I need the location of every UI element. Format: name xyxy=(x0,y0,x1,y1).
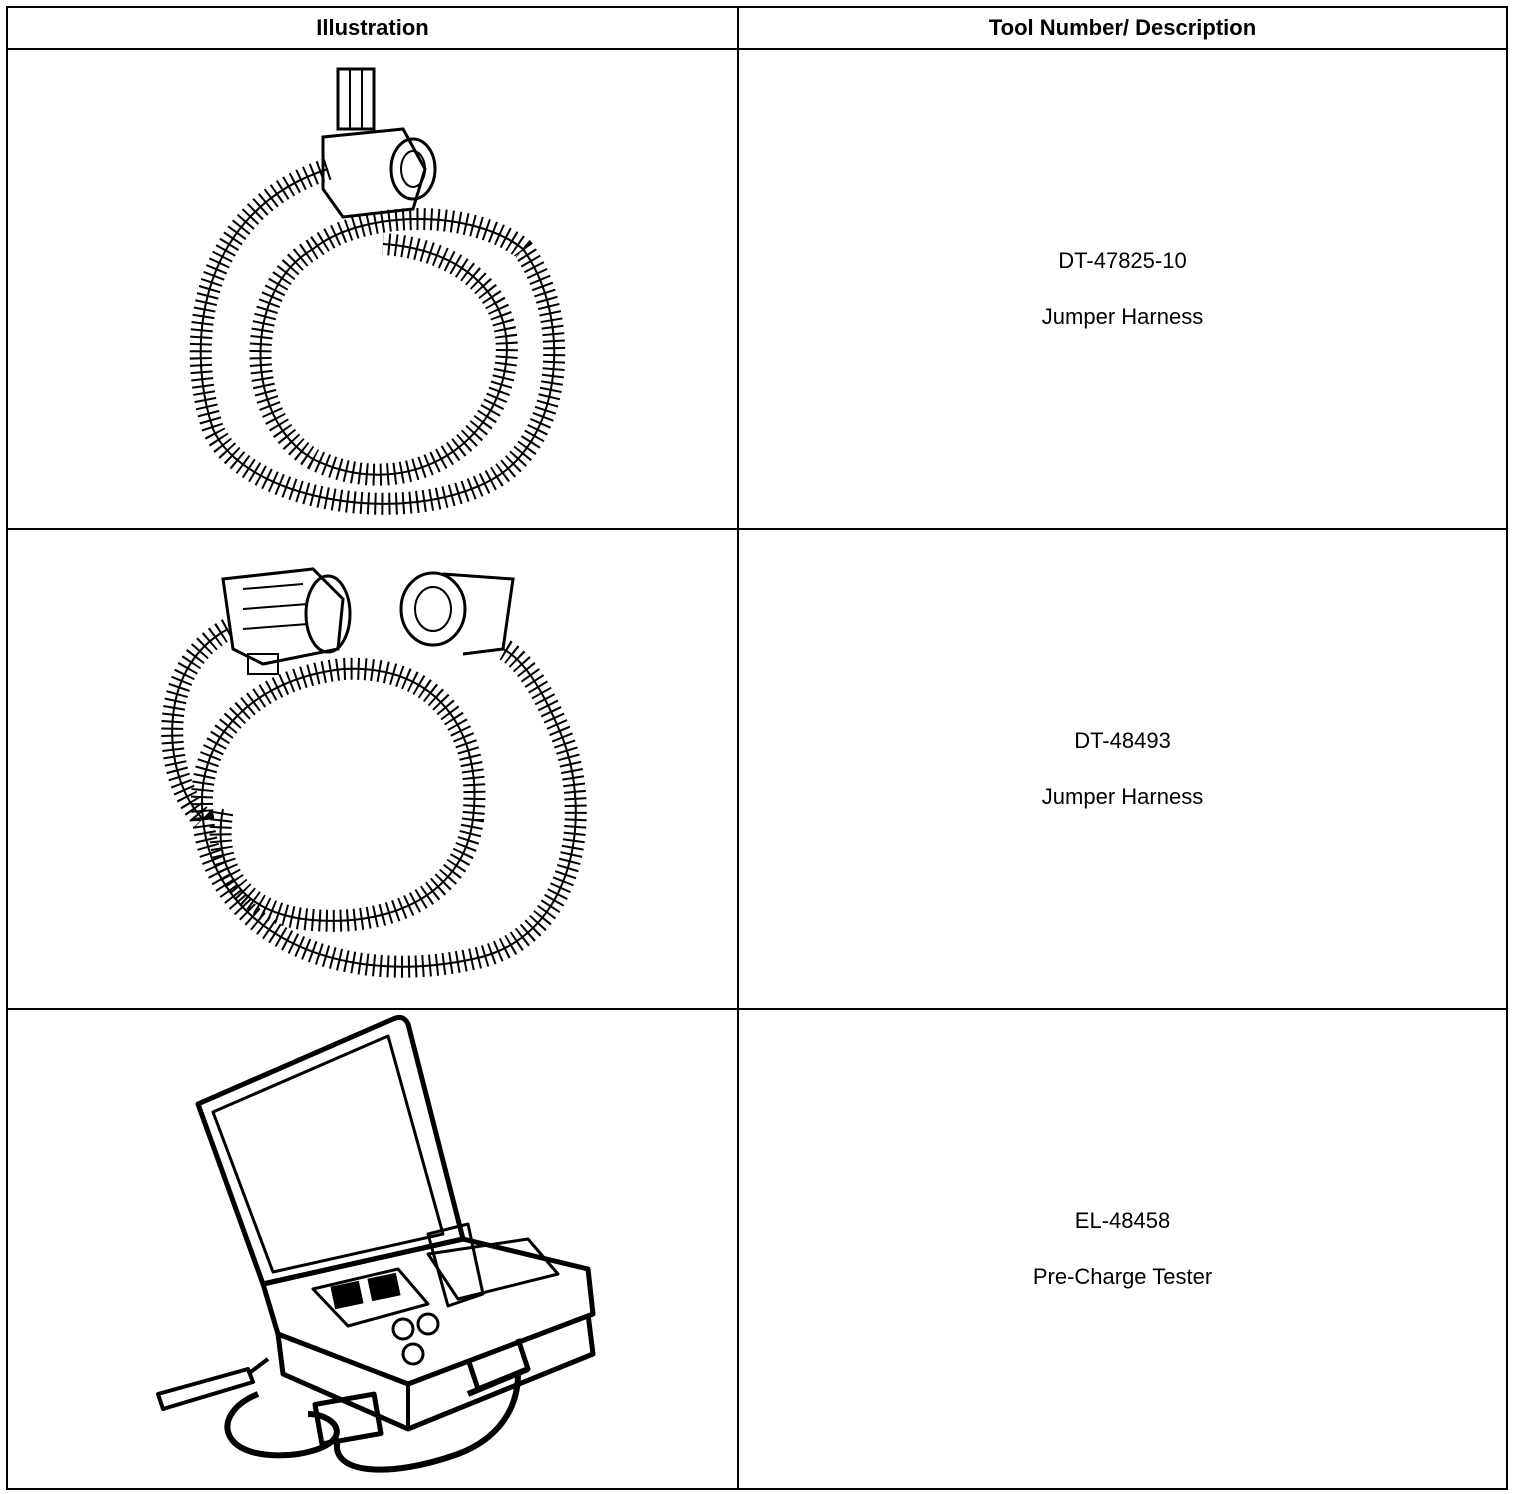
illustration-cell xyxy=(6,48,739,530)
header-tool-number-description: Tool Number/ Description xyxy=(737,6,1508,50)
special-tools-table: Illustration Tool Number/ Description xyxy=(6,6,1508,1490)
tool-description-cell: EL-48458 Pre-Charge Tester xyxy=(737,1008,1508,1490)
header-row: Illustration Tool Number/ Description xyxy=(6,6,1508,50)
illustration-cell xyxy=(6,528,739,1010)
header-illustration: Illustration xyxy=(6,6,739,50)
pre-charge-tester-case-icon xyxy=(155,1014,595,1473)
tool-number: DT-47825-10 xyxy=(1058,248,1187,273)
tool-description: Jumper Harness xyxy=(1041,784,1204,809)
tool-description-cell: DT-47825-10 Jumper Harness xyxy=(737,48,1508,530)
tool-description: Pre-Charge Tester xyxy=(1032,1264,1213,1289)
jumper-harness-icon xyxy=(189,67,565,515)
table-row: DT-48493 Jumper Harness xyxy=(6,528,1508,1010)
table-row: DT-47825-10 Jumper Harness xyxy=(6,48,1508,530)
tool-description: Jumper Harness xyxy=(1041,304,1204,329)
tool-number: DT-48493 xyxy=(1074,728,1171,753)
tool-description-cell: DT-48493 Jumper Harness xyxy=(737,528,1508,1010)
illustration-cell xyxy=(6,1008,739,1490)
tool-number: EL-48458 xyxy=(1074,1208,1171,1233)
table-row: EL-48458 Pre-Charge Tester xyxy=(6,1008,1508,1490)
dual-connector-harness-icon xyxy=(160,567,587,978)
